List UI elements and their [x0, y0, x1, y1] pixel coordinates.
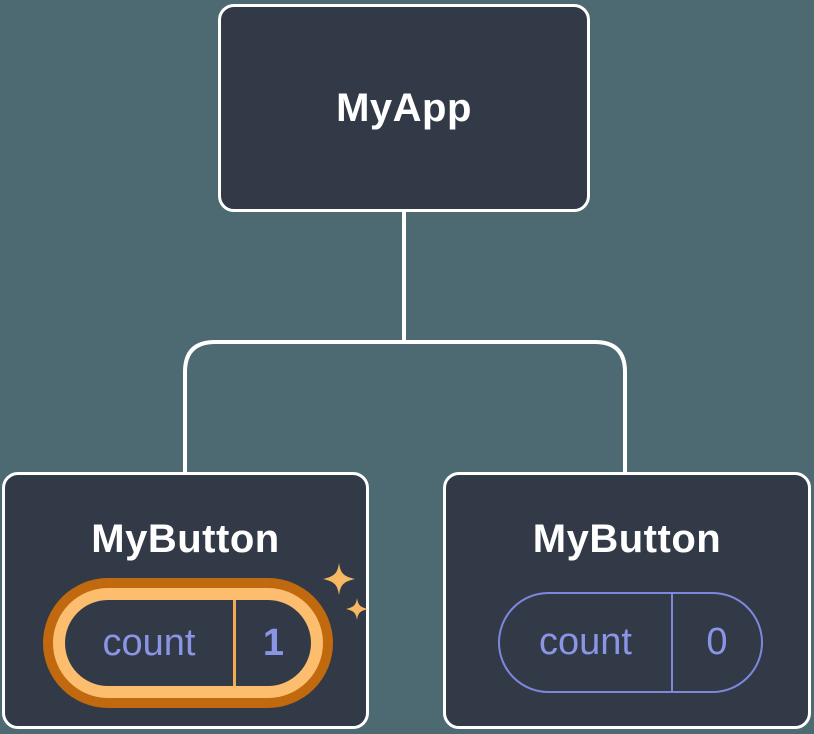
pill-divider	[233, 600, 236, 686]
sparkle-icon	[323, 563, 368, 620]
node-mybutton-2-label: MyButton	[532, 517, 722, 561]
node-mybutton-2: MyButton count 0	[443, 472, 811, 729]
state-value: 0	[706, 621, 728, 663]
state-value: 1	[262, 621, 285, 664]
state-name-label: count	[102, 621, 196, 664]
node-mybutton-1-label: MyButton	[91, 517, 280, 561]
node-myapp: MyApp	[218, 4, 590, 212]
branch-to-children-line	[183, 340, 627, 476]
node-myapp-label: MyApp	[336, 85, 472, 130]
node-mybutton-1: MyButton count 1	[2, 472, 369, 729]
pill-divider	[671, 594, 673, 691]
state-pill-highlighted: count 1	[53, 588, 323, 698]
state-name-label: count	[539, 621, 632, 663]
state-pill: count 0	[498, 592, 763, 693]
